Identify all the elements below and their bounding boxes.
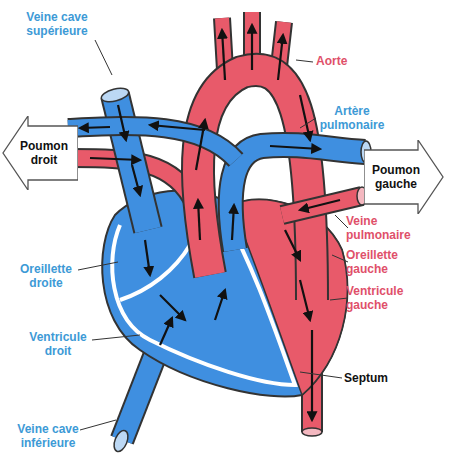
part-label: Oreillette gauche [346,248,426,276]
flow-arrows [80,25,340,420]
pulmonary-artery [68,126,371,250]
part-label: Oreillette droite [10,262,82,290]
part-label: Artère pulmonaire [312,104,392,132]
lung-label: Poumon gauche [364,163,428,191]
part-label: Ventricule gauche [346,284,426,312]
part-label: Aorte [316,54,376,68]
lung-label: Poumon droit [14,139,74,167]
lung-arrow: Poumon droit [2,116,78,190]
tricuspid-valve [120,245,190,300]
part-label: Ventricule droit [22,330,94,358]
part-label: Veine pulmonaire [346,214,426,242]
part-label: Septum [344,371,414,385]
part-label: Veine cave inférieure [8,422,88,450]
lung-arrow: Poumon gauche [364,140,444,214]
leader-lines [78,40,348,430]
part-label: Veine cave supérieure [12,10,102,38]
right-pulmonary-vein [282,187,367,215]
